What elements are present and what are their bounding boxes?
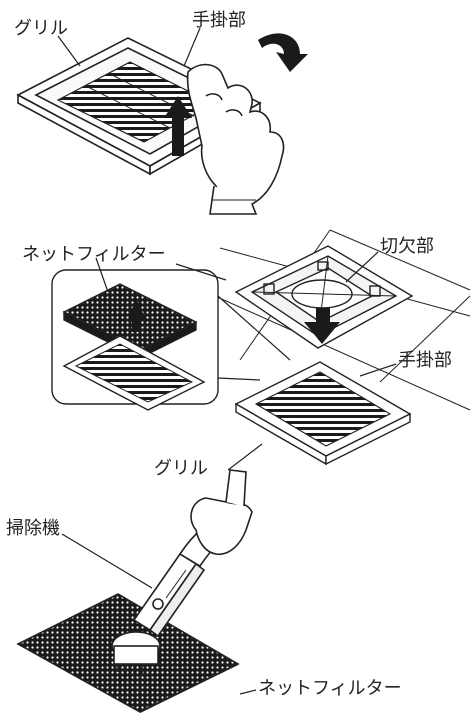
hand-2 <box>190 469 253 555</box>
unit-body <box>234 245 414 349</box>
handle-label: 手掛部 <box>398 350 452 371</box>
net-filter-label: ネットフィルター <box>22 244 166 265</box>
up-arrow-icon <box>128 298 146 332</box>
vacuum-label: 掃除機 <box>6 518 60 539</box>
section-3 <box>16 469 257 713</box>
grille-bottom <box>234 361 412 466</box>
notch-label: 切欠部 <box>380 236 434 257</box>
grille-label: グリル <box>154 458 208 479</box>
inset-box <box>51 269 291 411</box>
net-filter-label: ネットフィルター <box>258 678 402 699</box>
hand-1 <box>186 63 285 215</box>
down-arrow-icon <box>304 308 340 344</box>
up-arrow-icon <box>164 96 192 156</box>
handle-label: 手掛部 <box>192 10 246 31</box>
grille-label: グリル <box>14 18 68 39</box>
section-1 <box>16 27 308 215</box>
curved-arrow-icon <box>258 33 308 72</box>
section-2 <box>51 229 471 471</box>
